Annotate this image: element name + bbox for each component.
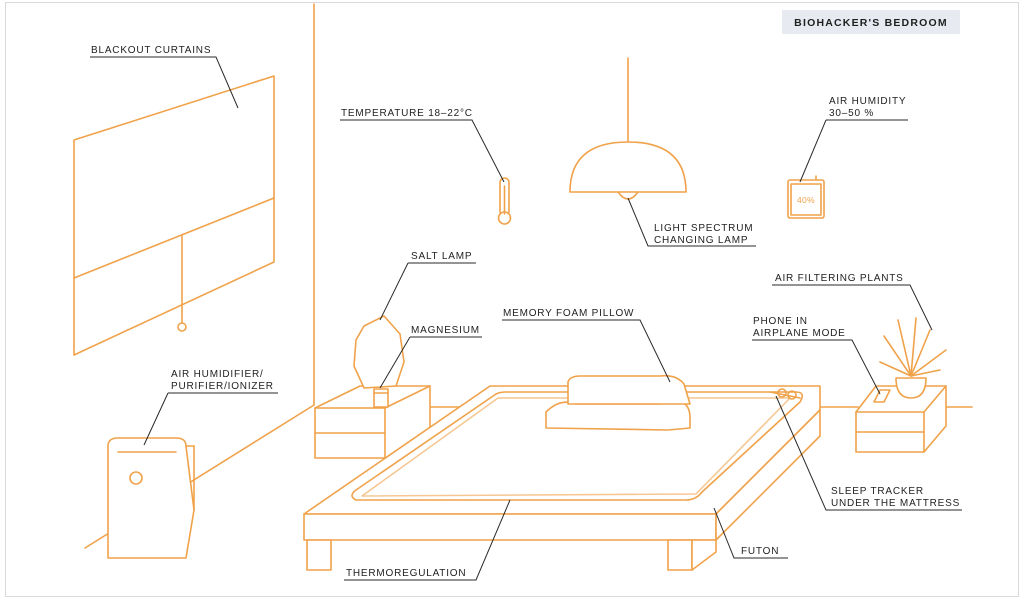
hygrometer-reading: 40% <box>797 195 815 205</box>
label-phone-line1: PHONE IN <box>753 316 808 327</box>
title-badge: BIOHACKER'S BEDROOM <box>782 10 960 34</box>
right-nightstand <box>855 385 947 453</box>
label-memory-foam-pillow: MEMORY FOAM PILLOW <box>503 308 634 319</box>
memory-foam-pillow <box>545 374 691 431</box>
label-sleep-tracker-line1: SLEEP TRACKER <box>831 486 924 497</box>
label-temperature: TEMPERATURE 18–22°C <box>341 108 473 119</box>
label-phone-line2: AIRPLANE MODE <box>753 328 846 339</box>
label-light-spectrum-line1: LIGHT SPECTRUM <box>654 223 753 234</box>
label-air-humidity-line1: AIR HUMIDITY <box>829 96 906 107</box>
label-sleep-tracker-line2: UNDER THE MATTRESS <box>831 498 960 509</box>
futon-bed <box>303 385 821 571</box>
sleep-tracker <box>769 388 801 400</box>
thermometer-icon <box>497 177 512 225</box>
magnesium-jar <box>373 388 389 408</box>
label-air-humidifier-line2: PURIFIER/IONIZER <box>171 381 274 392</box>
air-humidifier <box>107 437 195 559</box>
diagram-title: BIOHACKER'S BEDROOM <box>794 17 948 29</box>
label-salt-lamp: SALT LAMP <box>411 251 472 262</box>
left-nightstand <box>314 385 431 459</box>
label-air-filtering-plants: AIR FILTERING PLANTS <box>775 273 904 284</box>
air-filtering-plant <box>879 317 947 399</box>
pendant-lamp <box>569 57 687 200</box>
hygrometer-device: 40% <box>787 175 825 219</box>
label-thermoregulation: THERMOREGULATION <box>346 568 466 579</box>
blackout-curtains <box>73 75 275 356</box>
label-blackout-curtains: BLACKOUT CURTAINS <box>91 45 211 56</box>
label-light-spectrum-line2: CHANGING LAMP <box>654 235 748 246</box>
leader-lines <box>90 56 962 581</box>
label-air-humidity-line2: 30–50 % <box>829 108 874 119</box>
page-frame <box>5 2 1019 597</box>
label-magnesium: MAGNESIUM <box>411 325 480 336</box>
phone-icon <box>873 389 891 403</box>
label-futon: FUTON <box>741 546 779 557</box>
salt-lamp <box>353 315 405 389</box>
label-air-humidifier-line1: AIR HUMIDIFIER/ <box>171 369 264 380</box>
